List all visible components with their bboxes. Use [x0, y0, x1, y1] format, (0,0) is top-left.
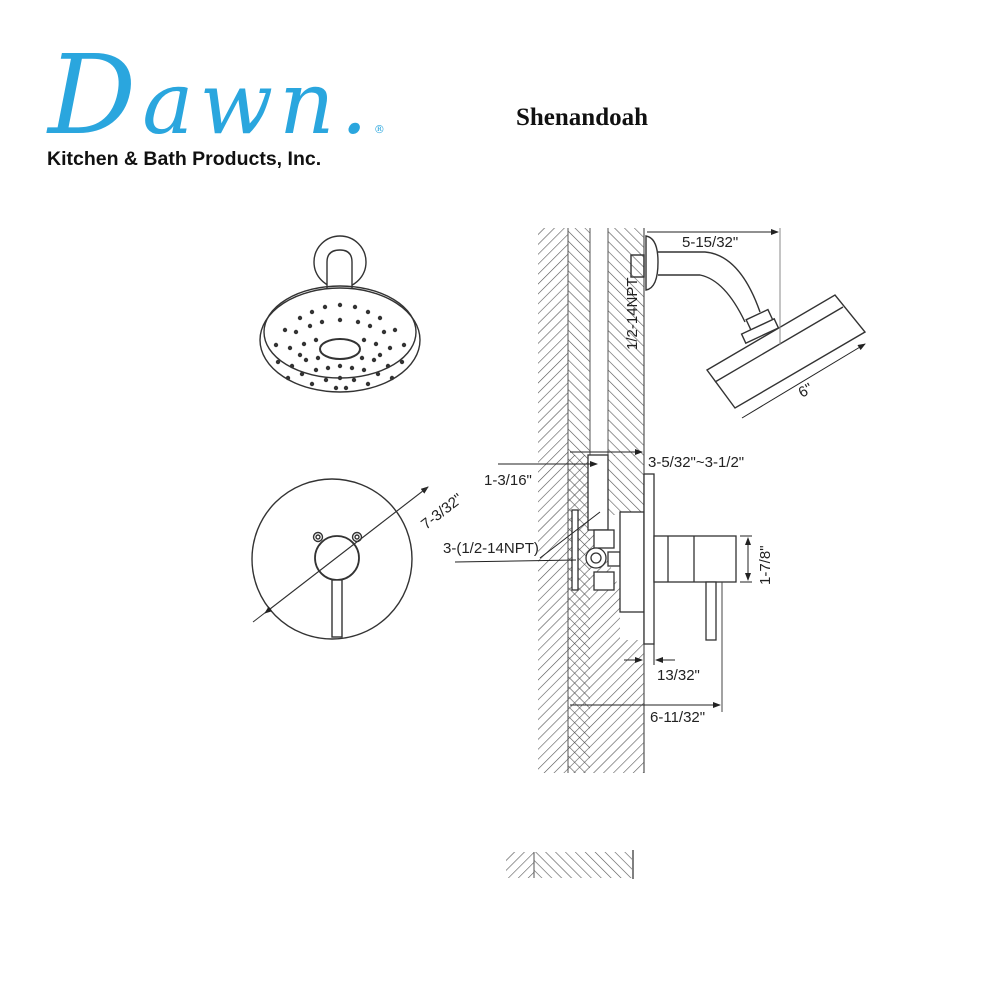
handle-diameter-label: 1-7/8" — [757, 545, 774, 585]
brand-logo-initial: D — [48, 31, 143, 159]
product-title: Shenandoah — [516, 104, 649, 131]
valve-trim-front-view — [251, 478, 429, 640]
plate-thickness-label: 13/32" — [657, 667, 700, 684]
shower-arm-side-view — [630, 228, 867, 409]
showerhead-front-view — [259, 235, 421, 393]
brand-logo-dot: . — [340, 54, 374, 154]
spray-nozzles — [273, 302, 407, 391]
valve-offset-label: 1-3/16" — [484, 472, 532, 489]
head-diameter-dimension — [741, 343, 866, 419]
brand-logo-rest: awn — [142, 54, 341, 154]
trim-diameter-label: 7-3/32" — [418, 490, 466, 533]
valve-ports-label: 3-(1/2-14NPT) — [443, 540, 539, 557]
registered-mark: ® — [373, 123, 385, 136]
wall-hatch-legend — [506, 850, 634, 879]
total-projection-label: 6-11/32" — [650, 709, 705, 726]
wall-section — [538, 228, 645, 773]
head-diameter-label: 6" — [796, 380, 816, 402]
valve-body-side-view — [571, 454, 737, 645]
arm-thread-label: 1/2-14NPT — [624, 277, 641, 350]
valve-depth-label: 3-5/32"~3-1/2" — [648, 454, 744, 471]
company-name: Kitchen & Bath Products, Inc. — [47, 148, 322, 170]
brand-logo: Dawn.® — [48, 40, 385, 150]
arm-reach-label: 5-15/32" — [682, 234, 738, 251]
